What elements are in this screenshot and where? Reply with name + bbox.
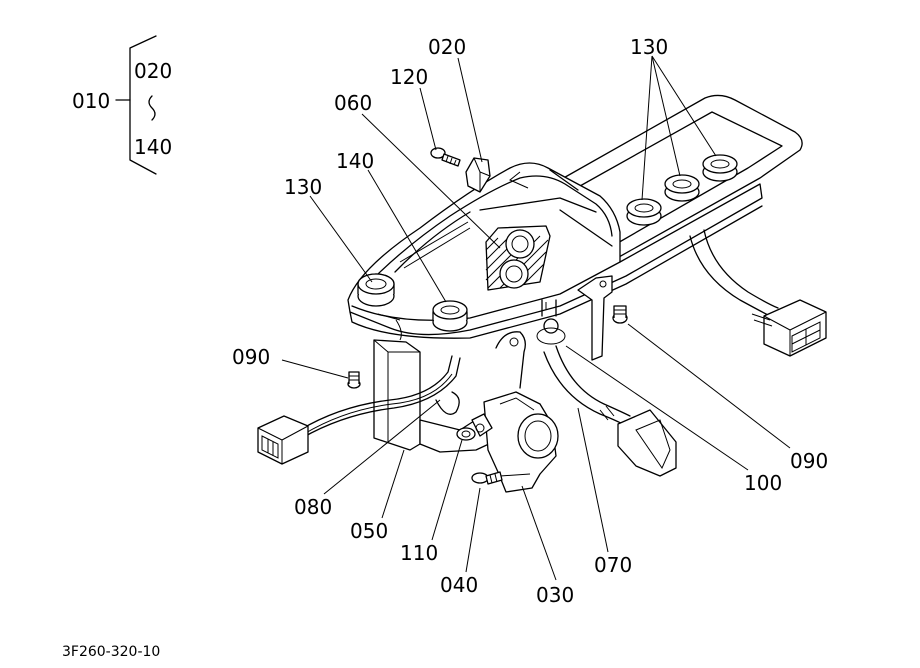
callout-050: 050 xyxy=(350,519,388,543)
harness-right xyxy=(689,229,827,357)
gauge-window xyxy=(485,225,551,291)
legend-range-end: 140 xyxy=(134,135,172,159)
screw-040 xyxy=(471,471,503,485)
screw-090-right xyxy=(612,305,628,324)
assembly-legend: 010 020 140 xyxy=(72,35,172,175)
screw-090-left xyxy=(347,371,361,389)
callout-030: 030 xyxy=(536,583,574,607)
callout-120: 120 xyxy=(390,65,428,89)
top-switch xyxy=(465,157,491,193)
indicator-lamp-row xyxy=(626,154,738,226)
callout-070: 070 xyxy=(594,553,632,577)
callout-labels: 020 120 130 060 140 130 090 090 100 080 … xyxy=(232,35,828,607)
callout-090-left: 090 xyxy=(232,345,270,369)
callout-100: 100 xyxy=(744,471,782,495)
callout-110: 110 xyxy=(400,541,438,565)
harness-lower-right xyxy=(536,299,677,477)
callout-140: 140 xyxy=(336,149,374,173)
harness-left xyxy=(257,355,461,465)
leader-lines xyxy=(281,55,791,581)
callout-080: 080 xyxy=(294,495,332,519)
screw-120 xyxy=(430,147,461,167)
legend-assembly-number: 010 xyxy=(72,89,110,113)
callout-040: 040 xyxy=(440,573,478,597)
callout-130-left: 130 xyxy=(284,175,322,199)
legend-range-start: 020 xyxy=(134,59,172,83)
washer-110 xyxy=(456,427,476,441)
indicator-lamp-center xyxy=(432,300,468,332)
callout-060: 060 xyxy=(334,91,372,115)
mount-bracket xyxy=(577,275,613,361)
diagram-code: 3F260-320-10 xyxy=(62,644,160,660)
instrument-panel-housing xyxy=(347,94,803,341)
callout-020: 020 xyxy=(428,35,466,59)
indicator-lamp-left xyxy=(357,273,395,307)
rotary-switch xyxy=(471,391,559,493)
callout-130-top: 130 xyxy=(630,35,668,59)
callout-090-right: 090 xyxy=(790,449,828,473)
